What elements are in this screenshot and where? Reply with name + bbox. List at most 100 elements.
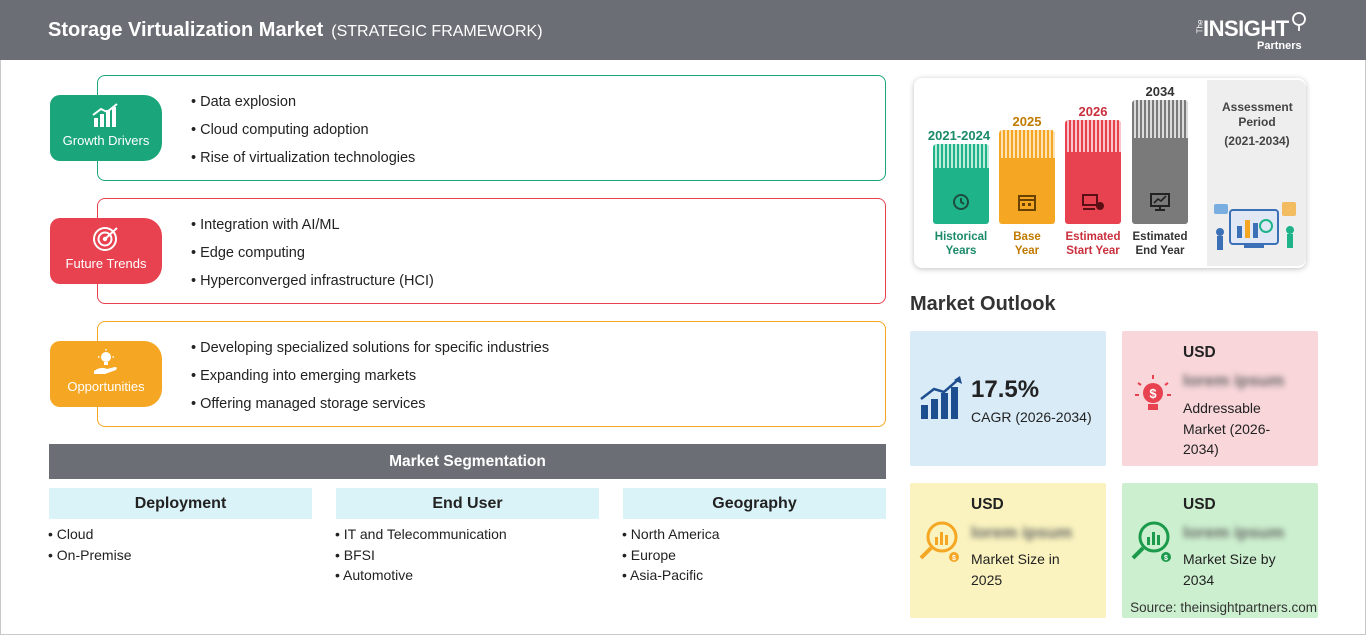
list-item: Developing specialized solutions for spe… [191, 340, 549, 368]
bar-label-line1: Estimated [1065, 231, 1121, 243]
size2034-value: lorem ipsum [1183, 523, 1285, 542]
bar-label-line2: Year [1014, 245, 1040, 257]
analytics-illustration-icon [1214, 202, 1296, 250]
market-outlook-title: Market Outlook [910, 293, 1056, 315]
end-user-list: IT and Telecommunication BFSI Automotive [335, 526, 507, 588]
source-link[interactable]: Source: theinsightpartners.com [1130, 600, 1317, 615]
list-item: Rise of virtualization technologies [191, 150, 415, 178]
title-text: Storage Virtualization Market [48, 19, 324, 41]
bar-label-line2: End Year [1135, 245, 1185, 257]
growth-chart-icon [92, 103, 118, 127]
history-icon [953, 194, 969, 210]
bar-start [1065, 120, 1121, 224]
bar-year-start: 2026 [1078, 104, 1108, 119]
list-item: Cloud computing adoption [191, 122, 415, 150]
cagr-value: 17.5% [971, 376, 1040, 403]
desc-line: 2034) [1183, 441, 1219, 457]
insight-partners-logo: The INSIGHT Partners [1193, 10, 1308, 54]
cagr-label: CAGR (2026-2034) [971, 409, 1092, 425]
logo-partners: Partners [1257, 40, 1302, 52]
geography-list: North America Europe Asia-Pacific [622, 526, 720, 588]
desc-line: Addressable [1183, 400, 1261, 416]
list-item: Automotive [335, 567, 507, 588]
bar-end [1132, 100, 1188, 224]
addressable-market-card: $ USD lorem ipsum Addressable Market (20… [1122, 331, 1318, 466]
start-icon [1082, 194, 1104, 210]
dollar-bulb-icon: $ [1135, 375, 1171, 410]
deployment-list: Cloud On-Premise [48, 526, 132, 568]
list-item: Europe [622, 547, 720, 568]
bar-label-line1: Estimated [1132, 231, 1188, 243]
logo-bulb-icon [1292, 12, 1306, 31]
bar-historical [933, 144, 989, 224]
growth-drivers-tag: Growth Drivers [50, 95, 162, 161]
size2025-value: lorem ipsum [971, 523, 1073, 542]
svg-text:$: $ [952, 555, 956, 562]
size2034-description: Market Size by 2034 [1183, 549, 1313, 590]
addressable-usd: USD [1183, 344, 1216, 361]
list-item: On-Premise [48, 547, 132, 568]
list-item: North America [622, 526, 720, 547]
assessment-title-text: Assessment Period [1222, 100, 1293, 129]
market-size-2025-card: $ USD lorem ipsum Market Size in 2025 [910, 483, 1106, 618]
svg-text:$: $ [1164, 555, 1168, 562]
idea-hand-icon [94, 349, 117, 374]
segment-header-deployment: Deployment [49, 488, 312, 519]
opportunities-label: Opportunities [67, 379, 145, 394]
desc-line: Market Size by [1183, 551, 1276, 567]
list-item: Cloud [48, 526, 131, 547]
list-item: Integration with AI/ML [191, 217, 434, 245]
magnifier-chart-icon: $ [1131, 521, 1171, 562]
segment-header-geography: Geography [623, 488, 886, 519]
bar-label-line1: Base [1013, 231, 1041, 243]
growth-drivers-label: Growth Drivers [62, 133, 150, 148]
size2025-usd: USD [971, 496, 1004, 513]
list-item: Expanding into emerging markets [191, 368, 549, 396]
assessment-range: (2021-2034) [1224, 134, 1290, 148]
list-item: IT and Telecommunication [335, 526, 507, 547]
future-trends-list: Integration with AI/ML Edge computing Hy… [191, 217, 434, 301]
size2025-description: Market Size in 2025 [971, 549, 1101, 590]
target-icon [93, 227, 118, 251]
svg-text:$: $ [1149, 386, 1157, 401]
cagr-card: 17.5% CAGR (2026-2034) [910, 331, 1106, 466]
opportunities-box: Developing specialized solutions for spe… [97, 321, 886, 427]
bar-year-historical: 2021-2024 [927, 128, 991, 143]
magnifier-chart-icon: $ [919, 521, 959, 562]
desc-line: 2034 [1183, 571, 1215, 588]
bar-label-line2: Years [945, 245, 977, 257]
opportunities-list: Developing specialized solutions for spe… [191, 340, 549, 424]
list-item: Hyperconverged infrastructure (HCI) [191, 273, 434, 301]
bar-label-line2: Start Year [1066, 245, 1120, 257]
future-trends-box: Integration with AI/ML Edge computing Hy… [97, 198, 886, 304]
bar-base [999, 130, 1055, 224]
calendar-icon [1018, 195, 1036, 211]
list-item: Data explosion [191, 94, 415, 122]
desc-line: Market (2026- [1183, 420, 1271, 437]
market-size-2034-card: $ USD lorem ipsum Market Size by 2034 [1122, 483, 1318, 618]
bar-year-base: 2025 [1012, 114, 1042, 129]
addressable-description: Addressable Market (2026- 2034) [1183, 398, 1313, 460]
segment-header-end-user: End User [336, 488, 599, 519]
future-trends-tag: Future Trends [50, 218, 162, 284]
list-item: Edge computing [191, 245, 434, 273]
size2034-usd: USD [1183, 496, 1216, 513]
market-segmentation-bar: Market Segmentation [49, 444, 886, 479]
desc-line: Market Size in [971, 551, 1060, 567]
page-title: Storage Virtualization Market (STRATEGIC … [48, 19, 543, 42]
header-bar: Storage Virtualization Market (STRATEGIC … [0, 0, 1366, 60]
monitor-icon [1150, 193, 1170, 211]
desc-line: 2025 [971, 571, 1003, 588]
addressable-value: lorem ipsum [1183, 371, 1285, 390]
subtitle-text: (STRATEGIC FRAMEWORK) [331, 23, 543, 40]
growth-bars-icon [920, 376, 962, 419]
assessment-period-title: Assessment Period (2021-2034) [1210, 100, 1304, 149]
growth-drivers-list: Data explosion Cloud computing adoption … [191, 94, 415, 178]
bar-year-end: 2034 [1145, 84, 1175, 99]
growth-drivers-box: Data explosion Cloud computing adoption … [97, 75, 886, 181]
list-item: Offering managed storage services [191, 396, 549, 424]
